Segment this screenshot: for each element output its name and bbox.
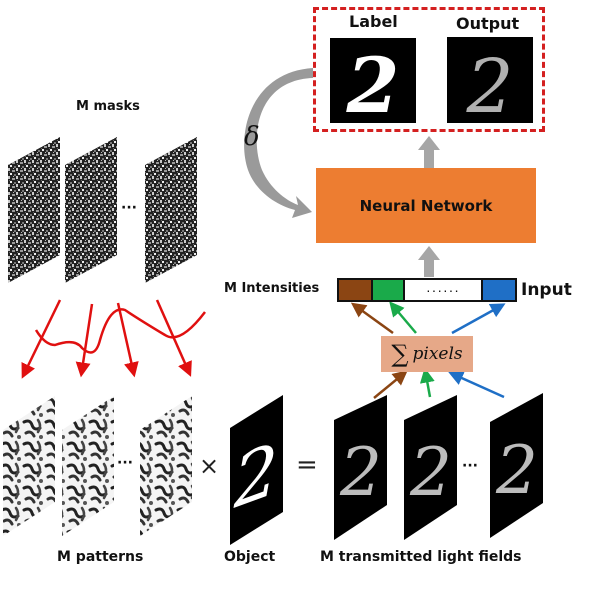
object-digit: 2 <box>233 428 279 526</box>
light-field-digit-2: 2 <box>409 434 452 511</box>
sum-pixels-box: ∑ pixels <box>381 336 473 372</box>
pattern-M <box>140 396 192 536</box>
patterns-ellipsis: ··· <box>117 455 133 471</box>
sigma-icon: ∑ <box>391 340 409 368</box>
arrow-field1-to-sum <box>373 370 408 399</box>
label-digit: 2 <box>346 41 400 130</box>
input-label: Input <box>521 280 572 300</box>
output-title: Output <box>456 14 520 33</box>
arrow-sum-to-intensity-1 <box>350 302 394 335</box>
light-field-2 <box>404 395 457 540</box>
light-field-digit-M: 2 <box>495 432 538 509</box>
input-vector: ······ <box>337 278 517 302</box>
output-digit: 2 <box>465 44 513 130</box>
light-field-M <box>490 393 543 538</box>
pattern-2 <box>62 396 114 536</box>
pattern-1 <box>3 396 55 536</box>
arrow-field2-to-sum <box>419 367 435 398</box>
light-field-1 <box>334 395 387 540</box>
result-frame <box>313 7 545 132</box>
light-field-digit-1: 2 <box>339 434 382 511</box>
intensity-cell-1 <box>339 280 371 300</box>
object-image <box>230 395 283 545</box>
light-fields-title: M transmitted light fields <box>320 549 522 565</box>
arrow-sum-to-intensity-M <box>451 303 506 335</box>
mask-M <box>145 137 197 283</box>
gray-arrow-network-to-output <box>418 136 440 168</box>
intensity-cell-M <box>483 280 515 300</box>
arrow-sum-to-intensity-2 <box>389 301 417 334</box>
masks-ellipsis: ··· <box>121 200 137 216</box>
intensities-label: M Intensities <box>224 281 320 296</box>
mask-1 <box>8 137 60 283</box>
light-fields-ellipsis: ··· <box>462 458 478 474</box>
output-image <box>447 37 533 123</box>
label-title: Label <box>349 12 398 31</box>
equals-operator: = <box>296 450 318 480</box>
times-operator: × <box>199 452 220 480</box>
gray-arrow-input-to-network <box>418 246 440 277</box>
intensity-cell-2 <box>371 280 403 300</box>
arrow-fieldM-to-sum <box>448 371 505 399</box>
mask-2 <box>65 137 117 283</box>
object-title: Object <box>224 549 276 565</box>
neural-network-label: Neural Network <box>359 196 493 215</box>
feedback-arrow <box>244 68 313 218</box>
masks-title: M masks <box>76 99 140 114</box>
scattering-arrows <box>21 299 206 379</box>
delta-symbol: δ <box>244 122 260 152</box>
intensity-cell-ellipsis: ······ <box>403 280 483 300</box>
sum-pixels-text: pixels <box>412 344 463 364</box>
neural-network-box: Neural Network <box>316 168 536 243</box>
label-image <box>330 38 416 123</box>
patterns-title: M patterns <box>57 549 144 565</box>
